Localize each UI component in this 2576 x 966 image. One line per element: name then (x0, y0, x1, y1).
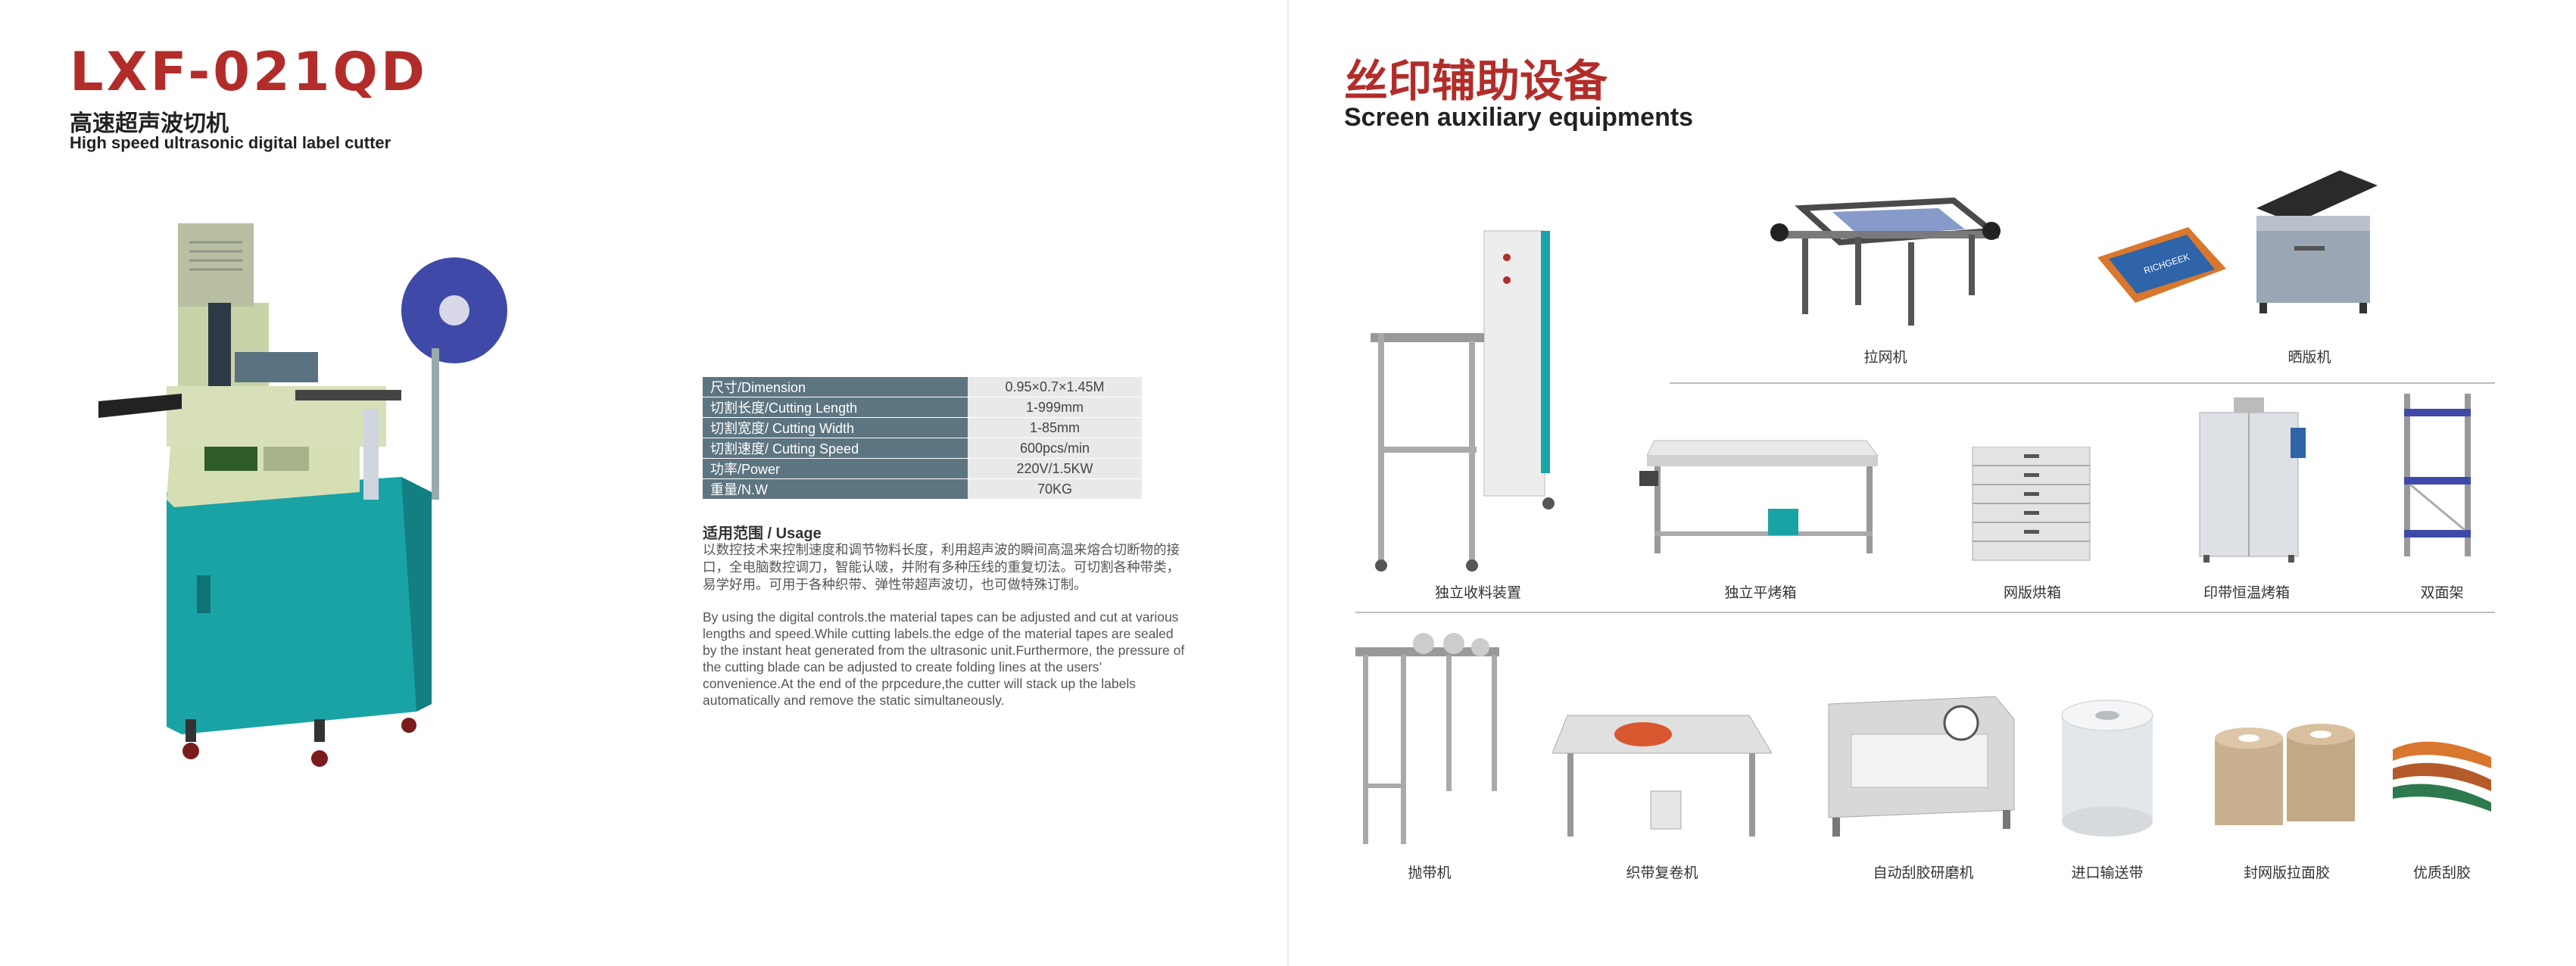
take-up-device-image (1371, 230, 1555, 572)
mesh-sealing-tape-image (2215, 724, 2355, 825)
auto-squeegee-grinder-image (1828, 696, 2015, 837)
constant-temperature-oven-image (2199, 397, 2306, 562)
spec-label: 切割宽度/ Cutting Width (703, 417, 968, 438)
spec-label: 尺寸/Dimension (703, 377, 968, 397)
label-cutter-machine-image (98, 223, 507, 767)
chinese-subtitle: 高速超声波切机 (70, 111, 229, 137)
ribbon-rewinder-image (1552, 715, 1772, 837)
row-divider (1355, 612, 2495, 613)
spec-value: 1-999mm (968, 397, 1142, 418)
spec-value: 600pcs/min (968, 438, 1142, 459)
spec-label: 切割速度/ Cutting Speed (703, 438, 968, 459)
section-title-chinese: 丝印辅助设备 (1344, 55, 1608, 107)
spec-value: 70KG (968, 478, 1142, 500)
usage-heading: 适用范围 / Usage (703, 525, 822, 542)
product-caption: 独立收料装置 (1434, 584, 1522, 601)
product-caption: 拉网机 (1863, 349, 1907, 366)
spec-row: 功率/Power 220V/1.5KW (703, 458, 1142, 479)
section-title-english: Screen auxiliary equipments (1344, 103, 1694, 132)
imported-conveyor-belt-image (2061, 700, 2153, 837)
spec-value: 0.95×0.7×1.45M (968, 377, 1142, 397)
usage-text-chinese: 以数控技术来控制速度和调节物料长度，利用超声波的瞬间高温来熔合切断物的接口，全电… (703, 543, 1180, 593)
squeegee-strips-image (2393, 741, 2491, 812)
page-fold (1287, 0, 1289, 966)
spec-row: 切割宽度/ Cutting Width 1-85mm (703, 417, 1142, 438)
product-caption: 封网版拉面胶 (2243, 865, 2331, 881)
exposure-machine-image (2256, 170, 2378, 313)
spec-label: 重量/N.W (703, 478, 968, 500)
row-divider (1670, 382, 2495, 384)
product-caption: 独立平烤箱 (1724, 584, 1797, 601)
stretching-machine-image (1770, 197, 2001, 326)
spec-row: 切割速度/ Cutting Speed 600pcs/min (703, 438, 1142, 459)
product-caption: 印带恒温烤箱 (2203, 584, 2291, 601)
product-caption: 网版烘箱 (2003, 584, 2062, 601)
spec-label: 功率/Power (703, 458, 968, 479)
screen-drying-cabinet-image (1972, 447, 2091, 561)
spec-value: 1-85mm (968, 417, 1142, 438)
belt-throwing-machine-image (1355, 633, 1499, 844)
product-caption: 晒版机 (2288, 349, 2331, 366)
spec-label: 切割长度/Cutting Length (703, 397, 968, 418)
model-number: LXF-021QD (70, 41, 429, 103)
english-subtitle: High speed ultrasonic digital label cutt… (70, 133, 391, 152)
screen-frame-image: RICHGEEK (2097, 227, 2226, 303)
product-caption: 优质刮胶 (2412, 865, 2472, 881)
product-caption: 织带复卷机 (1626, 865, 1698, 881)
usage-text-english: By using the digital controls.the materi… (703, 609, 1185, 708)
left-page: LXF-021QD 高速超声波切机 High speed ultrasonic … (0, 0, 1287, 966)
spec-row: 尺寸/Dimension 0.95×0.7×1.45M (703, 377, 1142, 397)
product-caption: 抛带机 (1408, 865, 1452, 881)
spec-table: 尺寸/Dimension 0.95×0.7×1.45M 切割长度/Cutting… (703, 377, 1142, 500)
double-sided-rack-image (2404, 394, 2471, 556)
product-caption: 进口输送带 (2071, 865, 2144, 881)
spec-value: 220V/1.5KW (968, 458, 1142, 479)
product-caption: 自动刮胶研磨机 (1873, 865, 1974, 881)
spec-row: 切割长度/Cutting Length 1-999mm (703, 397, 1142, 418)
flat-oven-image (1639, 440, 1879, 553)
spec-row: 重量/N.W 70KG (703, 478, 1142, 500)
product-caption: 双面架 (2420, 584, 2464, 601)
